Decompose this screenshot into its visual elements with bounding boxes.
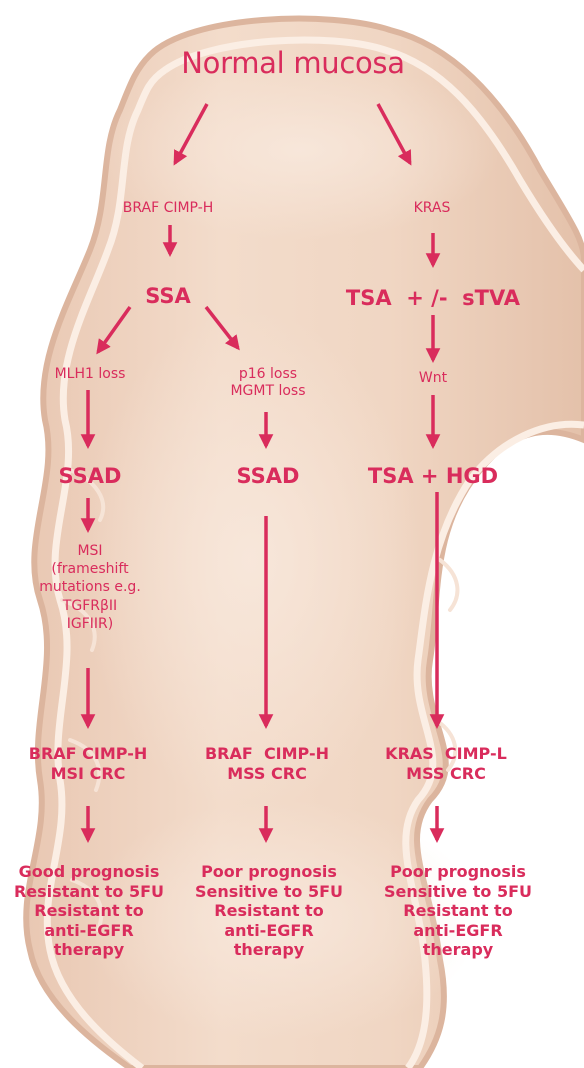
mgmt-loss-label: MGMT loss bbox=[230, 383, 305, 400]
outcome-line: Resistant to bbox=[384, 901, 532, 921]
msi-detail-line: mutations e.g. bbox=[39, 578, 141, 596]
mlh1-loss-label: MLH1 loss bbox=[55, 366, 126, 383]
arrow-ssa-to-p16 bbox=[206, 307, 238, 348]
tsa-hgd-node: TSA + HGD bbox=[368, 464, 498, 490]
ssad-node-msi: SSAD bbox=[59, 464, 122, 490]
msi-detail-line: TGFRβII bbox=[39, 597, 141, 615]
crc-line: KRAS CIMP-L bbox=[385, 744, 507, 764]
crc-line: BRAF CIMP-H bbox=[29, 744, 148, 764]
outcome-line: Poor prognosis bbox=[195, 862, 343, 882]
kras-crc-label: KRAS CIMP-L MSS CRC bbox=[385, 744, 507, 783]
crc-line: MSS CRC bbox=[385, 764, 507, 784]
outcome-line: Good prognosis bbox=[14, 862, 164, 882]
crc-line: MSI CRC bbox=[29, 764, 148, 784]
right-mutation-label: KRAS bbox=[414, 200, 451, 217]
p16-mgmt-label: p16 loss MGMT loss bbox=[230, 366, 305, 400]
msi-crc-label: BRAF CIMP-H MSI CRC bbox=[29, 744, 148, 783]
arrow-mucosa-to-kras bbox=[378, 104, 410, 163]
arrow-mucosa-to-braf bbox=[175, 104, 207, 163]
p16-loss-label: p16 loss bbox=[230, 366, 305, 383]
outcome-line: anti-EGFR bbox=[384, 921, 532, 941]
outcome-line: Resistant to bbox=[195, 901, 343, 921]
outcome-line: Sensitive to 5FU bbox=[384, 882, 532, 902]
mss-outcome-label: Poor prognosis Sensitive to 5FU Resistan… bbox=[195, 862, 343, 960]
msi-detail-label: MSI (frameshift mutations e.g. TGFRβII I… bbox=[39, 542, 141, 633]
kras-outcome-label: Poor prognosis Sensitive to 5FU Resistan… bbox=[384, 862, 532, 960]
crc-line: BRAF CIMP-H bbox=[205, 744, 329, 764]
outcome-line: Poor prognosis bbox=[384, 862, 532, 882]
wnt-label: Wnt bbox=[419, 370, 447, 387]
left-mutation-label: BRAF CIMP-H bbox=[123, 200, 214, 217]
ssad-node-mss: SSAD bbox=[237, 464, 300, 490]
crc-line: MSS CRC bbox=[205, 764, 329, 784]
msi-detail-line: IGFIIR) bbox=[39, 615, 141, 633]
msi-outcome-label: Good prognosis Resistant to 5FU Resistan… bbox=[14, 862, 164, 960]
outcome-line: anti-EGFR bbox=[14, 921, 164, 941]
tsa-stva-node: TSA + /- sTVA bbox=[346, 286, 520, 312]
ssa-node: SSA bbox=[145, 284, 191, 310]
arrow-ssa-to-mlh1 bbox=[98, 307, 130, 352]
outcome-line: anti-EGFR bbox=[195, 921, 343, 941]
outcome-line: therapy bbox=[195, 940, 343, 960]
diagram-title: Normal mucosa bbox=[181, 46, 404, 81]
outcome-line: therapy bbox=[384, 940, 532, 960]
outcome-line: Sensitive to 5FU bbox=[195, 882, 343, 902]
msi-detail-line: (frameshift bbox=[39, 560, 141, 578]
msi-detail-line: MSI bbox=[39, 542, 141, 560]
outcome-line: therapy bbox=[14, 940, 164, 960]
outcome-line: Resistant to bbox=[14, 901, 164, 921]
mss-crc-label: BRAF CIMP-H MSS CRC bbox=[205, 744, 329, 783]
outcome-line: Resistant to 5FU bbox=[14, 882, 164, 902]
